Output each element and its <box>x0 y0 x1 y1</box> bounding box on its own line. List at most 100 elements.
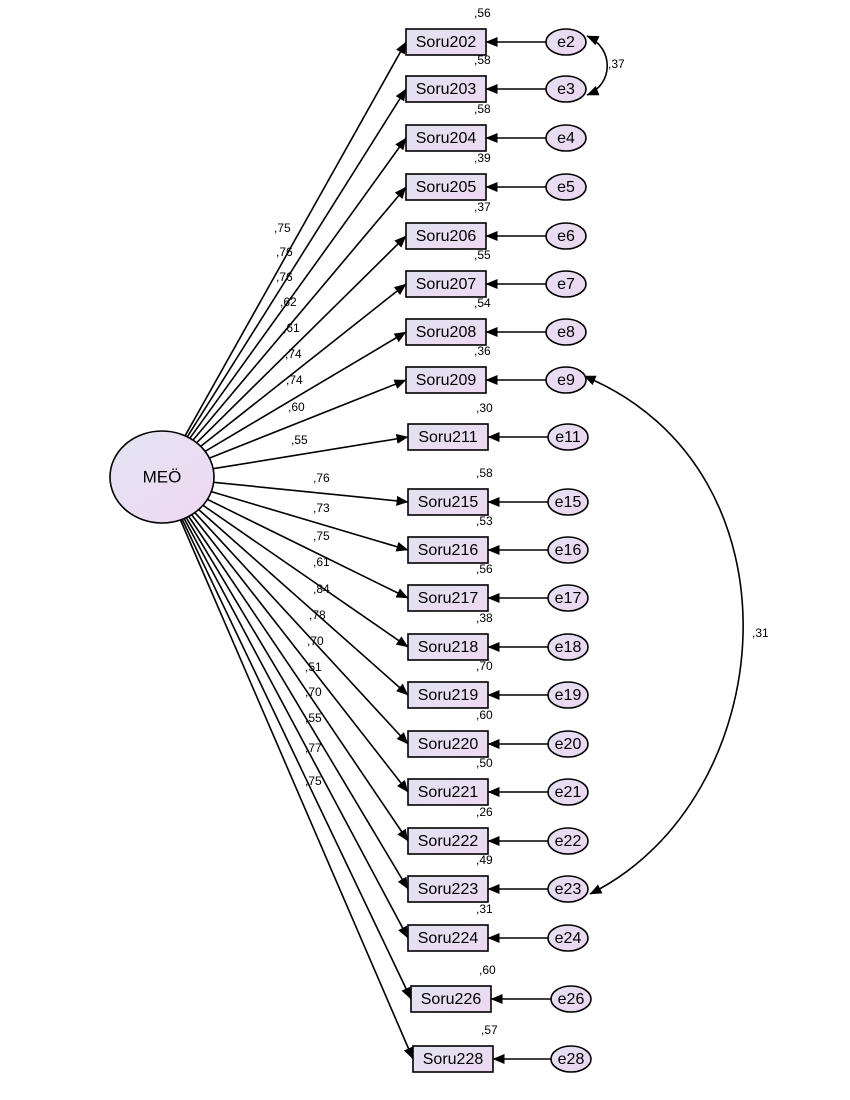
loading-path-soru220 <box>194 512 409 745</box>
loading-label: ,61 <box>283 321 300 335</box>
indicator-box-soru226 <box>410 985 492 1013</box>
indicator-label: Soru221 <box>418 784 479 801</box>
r-squared-label: ,30 <box>476 401 493 415</box>
r-squared-label: ,39 <box>474 151 491 165</box>
error-label: e2 <box>557 34 575 51</box>
indicator-label: Soru222 <box>418 833 479 850</box>
loading-label: ,74 <box>285 347 302 361</box>
loading-label: ,84 <box>313 582 330 596</box>
indicator-box-soru204 <box>405 124 487 152</box>
r-squared-label: ,55 <box>474 248 491 262</box>
indicator-box-soru207 <box>405 270 487 298</box>
r-squared-label: ,60 <box>476 708 493 722</box>
indicator-label: Soru206 <box>416 228 477 245</box>
error-label: e7 <box>557 276 575 293</box>
loading-path-soru207 <box>200 283 407 447</box>
error-label: e26 <box>558 991 585 1008</box>
loading-path-soru202 <box>184 41 407 437</box>
loading-label: ,70 <box>305 685 322 699</box>
error-label: e6 <box>557 228 575 245</box>
loading-path-soru217 <box>207 498 409 599</box>
r-squared-label: ,49 <box>476 853 493 867</box>
indicator-label: Soru224 <box>418 930 479 947</box>
error-label: e22 <box>555 833 582 850</box>
loading-label: ,76 <box>313 471 330 485</box>
loading-label: ,55 <box>291 433 308 447</box>
loading-path-soru228 <box>179 519 414 1060</box>
loading-path-soru219 <box>198 509 409 696</box>
indicator-box-soru222 <box>407 827 489 855</box>
loading-path-soru221 <box>190 514 409 793</box>
error-label: e4 <box>557 130 575 147</box>
loading-label: ,74 <box>286 373 303 387</box>
r-squared-label: ,56 <box>474 6 491 20</box>
loading-path-soru222 <box>188 516 409 842</box>
error-node-e16 <box>547 536 589 564</box>
covariance-label: ,31 <box>752 626 769 640</box>
loading-path-soru205 <box>192 186 407 441</box>
indicator-label: Soru220 <box>418 736 479 753</box>
indicator-label: Soru217 <box>418 590 479 607</box>
error-label: e19 <box>555 687 582 704</box>
loading-label: ,62 <box>280 295 297 309</box>
r-squared-label: ,60 <box>479 963 496 977</box>
error-node-e28 <box>550 1045 592 1073</box>
error-label: e15 <box>555 494 582 511</box>
indicator-box-soru211 <box>407 423 489 451</box>
indicator-label: Soru216 <box>418 542 479 559</box>
error-node-e7 <box>545 270 587 298</box>
error-label: e16 <box>555 542 582 559</box>
covariance-e2-e3 <box>586 35 609 96</box>
error-label: e28 <box>558 1051 585 1068</box>
error-node-e24 <box>547 924 589 952</box>
loading-label: ,70 <box>307 634 324 648</box>
loading-path-soru208 <box>204 331 407 452</box>
loading-path-soru211 <box>212 433 409 470</box>
error-node-e20 <box>547 730 589 758</box>
error-node-e4 <box>545 124 587 152</box>
indicator-label: Soru219 <box>418 687 479 704</box>
loading-label: ,78 <box>309 608 326 622</box>
r-squared-label: ,58 <box>474 102 491 116</box>
indicator-label: Soru204 <box>416 130 477 147</box>
error-node-e9 <box>545 366 587 394</box>
error-node-e15 <box>547 488 589 516</box>
error-node-e26 <box>550 985 592 1013</box>
loading-label: ,77 <box>305 741 322 755</box>
r-squared-label: ,57 <box>481 1023 498 1037</box>
latent-label: MEÖ <box>143 467 182 486</box>
loading-label: ,75 <box>305 774 322 788</box>
indicator-box-soru223 <box>407 875 489 903</box>
error-node-e23 <box>547 875 589 903</box>
error-node-e2 <box>545 28 587 56</box>
indicator-label: Soru223 <box>418 881 479 898</box>
indicator-box-soru216 <box>407 536 489 564</box>
error-label: e18 <box>555 639 582 656</box>
indicator-box-soru219 <box>407 681 489 709</box>
indicator-box-soru215 <box>407 488 489 516</box>
indicator-box-soru205 <box>405 173 487 201</box>
covariance-e9-e23 <box>583 375 744 895</box>
error-node-e3 <box>545 75 587 103</box>
r-squared-label: ,56 <box>476 562 493 576</box>
indicator-label: Soru205 <box>416 179 477 196</box>
r-squared-label: ,54 <box>474 296 491 310</box>
indicator-box-soru203 <box>405 75 487 103</box>
loading-path-soru215 <box>213 481 409 506</box>
r-squared-label: ,53 <box>476 514 493 528</box>
r-squared-label: ,70 <box>476 659 493 673</box>
indicator-label: Soru228 <box>423 1051 484 1068</box>
error-node-e22 <box>547 827 589 855</box>
loading-label: ,55 <box>305 711 322 725</box>
indicator-label: Soru207 <box>416 276 477 293</box>
indicator-box-soru206 <box>405 222 487 250</box>
error-label: e11 <box>555 429 581 446</box>
error-label: e5 <box>557 179 575 196</box>
error-label: e24 <box>555 930 582 947</box>
error-node-e18 <box>547 633 589 661</box>
indicator-box-soru228 <box>412 1045 494 1073</box>
loading-path-soru204 <box>189 137 407 439</box>
error-label: e9 <box>557 372 575 389</box>
indicator-label: Soru202 <box>416 34 477 51</box>
